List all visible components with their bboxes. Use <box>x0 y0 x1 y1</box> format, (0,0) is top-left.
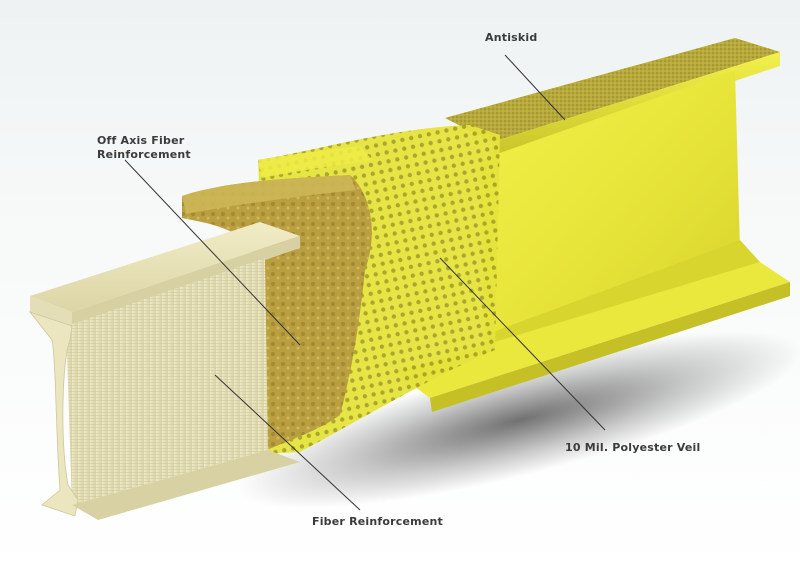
core-top-flange-edge <box>72 236 300 326</box>
polyester-veil-label: 10 Mil. Polyester Veil <box>565 441 701 455</box>
fiber-callout-line <box>214 374 361 511</box>
beam-shadow <box>238 331 800 509</box>
core-end-section <box>28 311 79 517</box>
off-axis-label-line1: Off Axis Fiber <box>97 134 185 147</box>
beam-bottom-flange <box>395 262 790 398</box>
antiskid-label-text: Antiskid <box>485 31 538 44</box>
mat-top-edge <box>182 175 356 214</box>
core-bottom-flange <box>72 450 300 520</box>
beam-web <box>480 70 740 345</box>
veil-top-edge <box>258 146 372 178</box>
core-web <box>66 258 268 505</box>
antiskid-callout-line <box>504 54 566 121</box>
beam-bottom-flange-edge <box>430 282 790 412</box>
antiskid-label: Antiskid <box>485 31 537 45</box>
core-flange-end-top <box>30 296 72 326</box>
off-axis-callout-line <box>124 159 301 346</box>
core-top-flange <box>30 222 300 312</box>
off-axis-fiber-mat <box>182 175 372 452</box>
off-axis-fiber-label: Off Axis Fiber Reinforcement <box>97 134 191 162</box>
fiber-reinforcement-label: Fiber Reinforcement <box>312 515 443 529</box>
polyester-veil-label-text: 10 Mil. Polyester Veil <box>565 441 701 454</box>
veil-callout-line <box>439 257 606 431</box>
off-axis-label-line2: Reinforcement <box>97 148 191 161</box>
fiber-reinforcement-label-text: Fiber Reinforcement <box>312 515 443 528</box>
antiskid-surface <box>445 38 780 142</box>
